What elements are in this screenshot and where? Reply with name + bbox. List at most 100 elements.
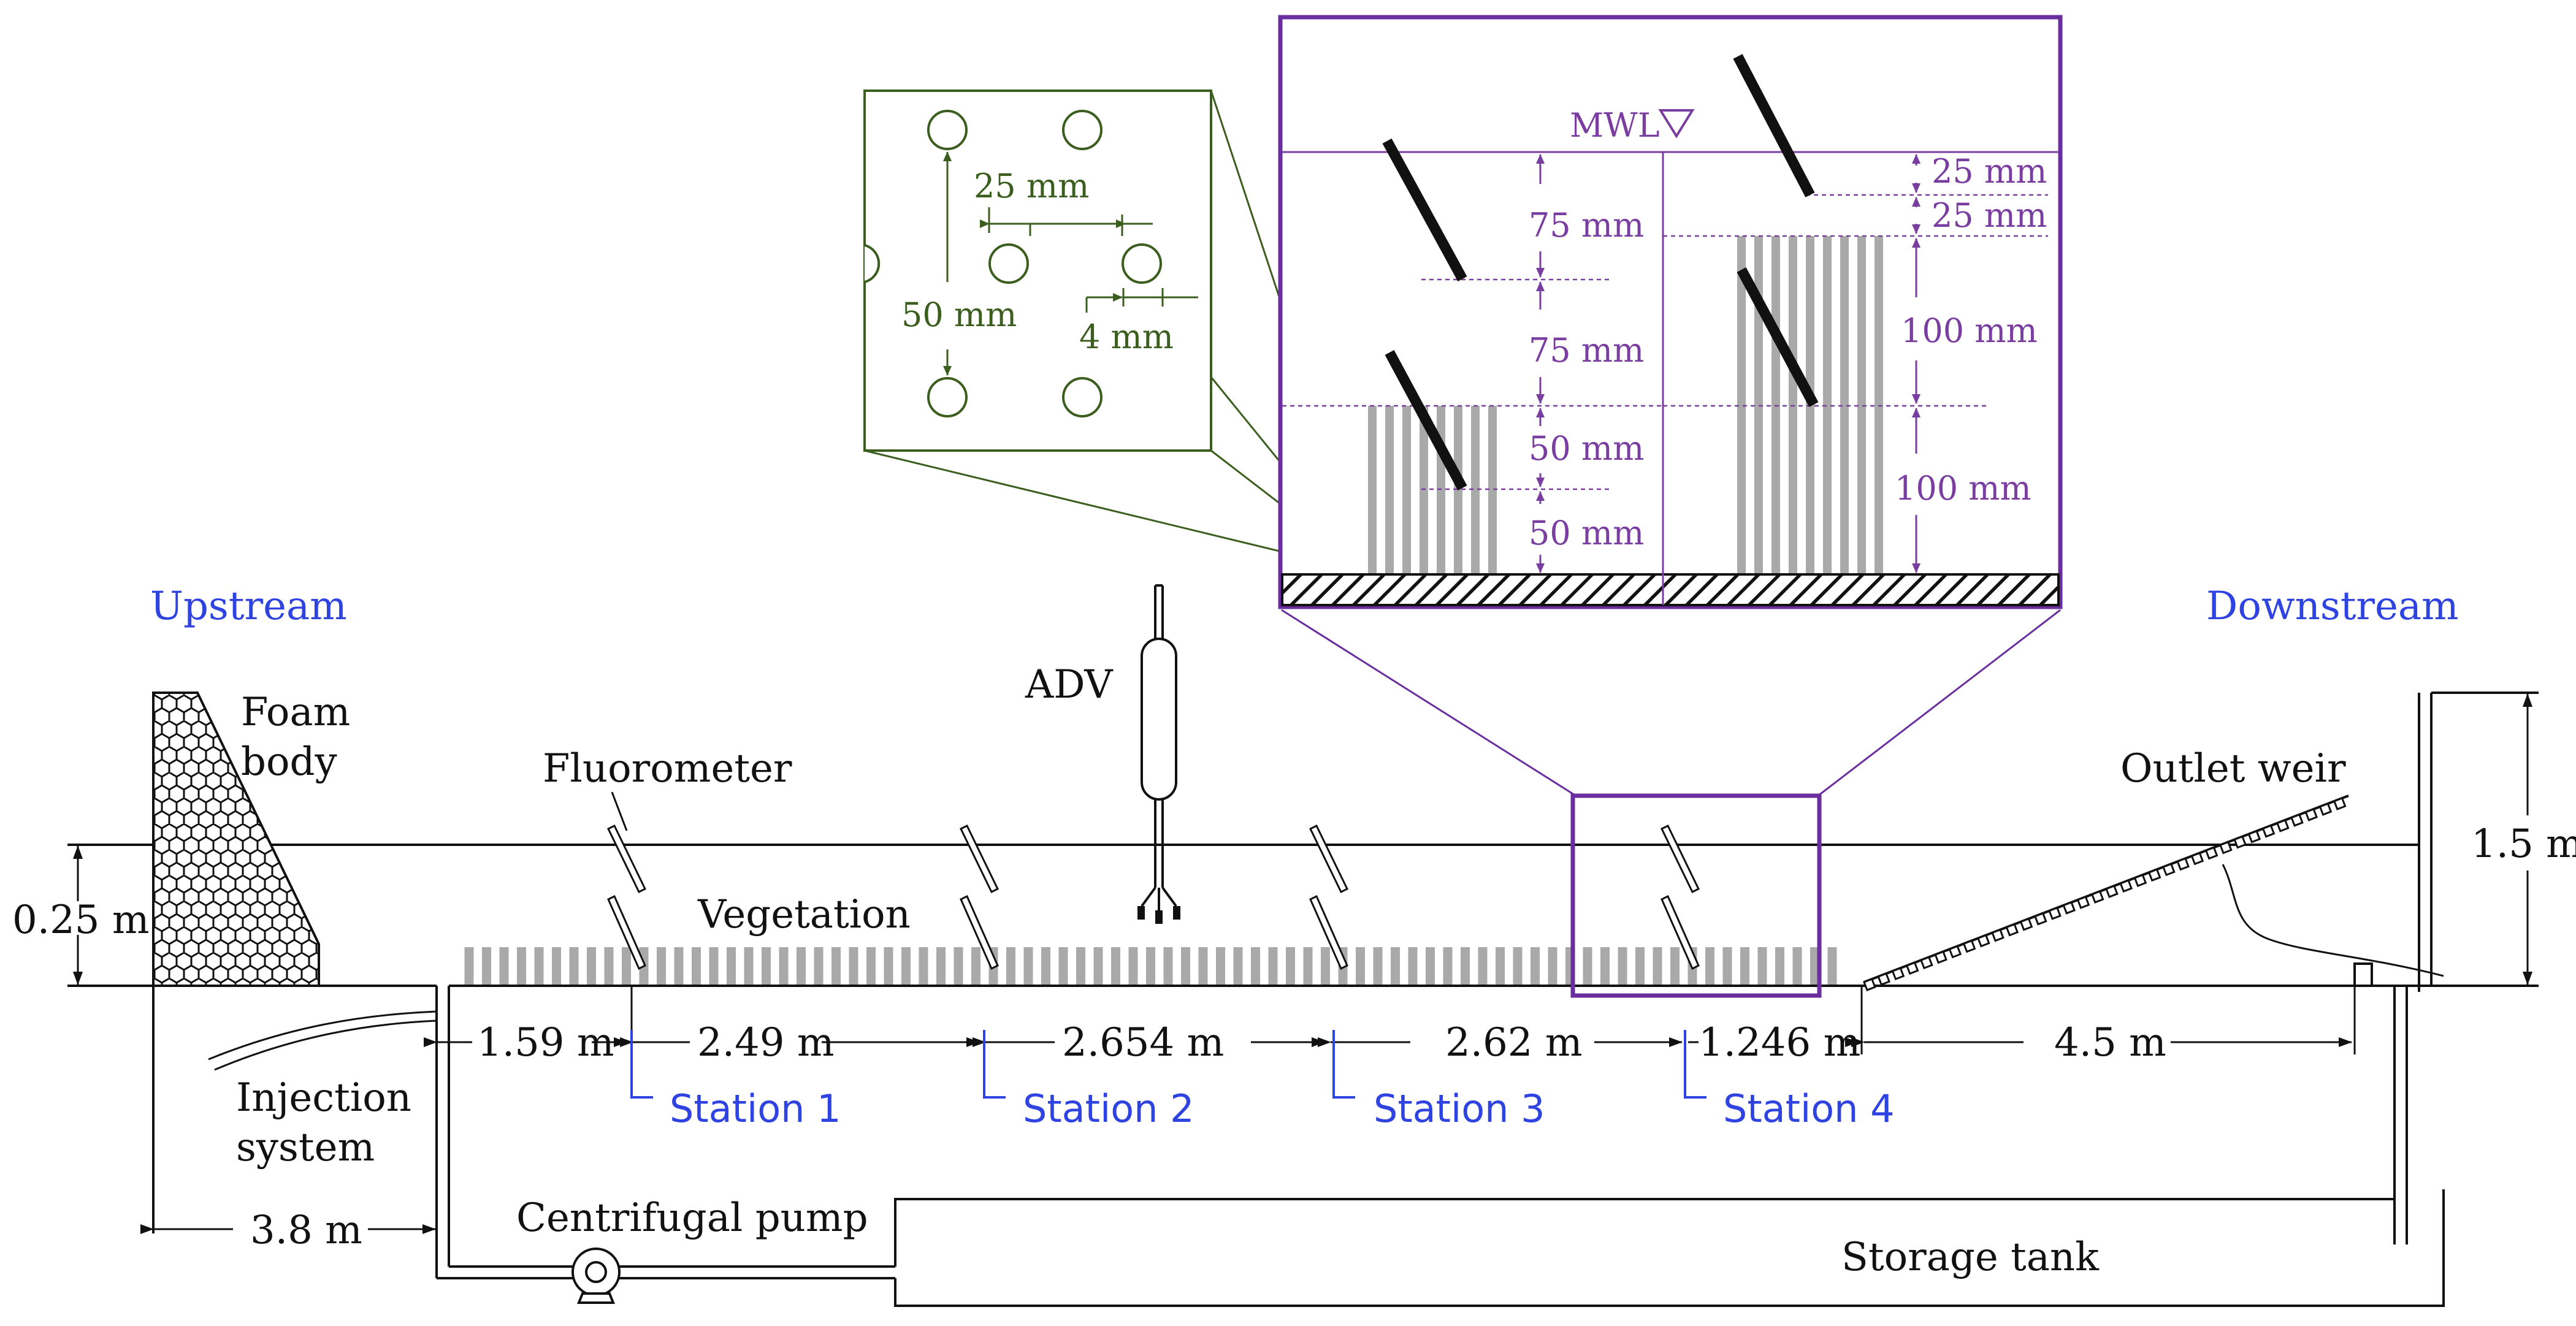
storage-tank-top — [894, 1198, 2396, 1267]
weir-tooth — [2318, 802, 2333, 816]
layout-row-spacing-label: 25 mm — [974, 167, 1089, 205]
station-3-label: Station 3 — [1374, 1086, 1545, 1131]
weir-tooth — [1905, 961, 1919, 975]
station-2-label: Station 2 — [1023, 1086, 1194, 1131]
weir-tooth — [2133, 874, 2147, 888]
section-left-dim-1: 75 mm — [1529, 206, 1644, 245]
storage-tank-label: Storage tank — [1841, 1235, 2100, 1280]
weir-tooth — [2233, 835, 2247, 849]
outlet-box — [2353, 962, 2373, 987]
zoom-connector-right — [1817, 609, 2061, 797]
foam-body-label-line1: Foam — [241, 690, 350, 735]
fluorometer-icon — [1309, 824, 1348, 894]
weir-tooth — [1877, 972, 1890, 986]
spacing-1: 1.59 m — [477, 1020, 614, 1065]
fluorometer-upper-left — [1382, 138, 1467, 282]
weir-tooth — [2190, 852, 2204, 866]
storage-tank-bottom — [894, 1189, 2445, 1307]
injection-pipe-2 — [208, 1010, 437, 1061]
layout-diameter-label: 4 mm — [1079, 318, 1174, 356]
injection-pipe-1 — [214, 1019, 437, 1071]
fluorometer-icon — [607, 894, 646, 970]
outlet-nappe — [2222, 864, 2444, 977]
weir-tooth — [2147, 868, 2161, 882]
station-dimensions — [73, 693, 2532, 1234]
weir-tooth — [1920, 956, 1933, 970]
section-left-dim-4: 50 mm — [1529, 514, 1644, 552]
layout-stems — [864, 110, 1162, 417]
foam-body-label-line2: body — [241, 739, 337, 785]
station-4-label: Station 4 — [1723, 1086, 1895, 1131]
downstream-label: Downstream — [2206, 584, 2459, 629]
water-depth-label: 0.25 m — [12, 897, 150, 943]
fluorometer-upper-right — [1733, 54, 1815, 197]
weir-tooth — [2048, 906, 2062, 920]
spacing-3: 2.654 m — [1062, 1020, 1224, 1065]
weir-tooth — [1863, 978, 1876, 991]
section-left-dim-2: 75 mm — [1529, 331, 1644, 370]
section-right-dim-1: 25 mm — [1932, 152, 2047, 191]
fluorometer-leader — [611, 791, 628, 831]
fluorometer-label: Fluorometer — [543, 746, 792, 791]
section-mwl-label: MWL — [1570, 106, 1660, 145]
weir-tooth — [2204, 846, 2219, 860]
weir-tooth — [2176, 857, 2190, 871]
weir-tooth — [1991, 928, 2005, 942]
section-right-dim-2: 25 mm — [1932, 196, 2047, 235]
injection-label-line1: Injection — [236, 1075, 411, 1121]
station-markers — [630, 1030, 1707, 1099]
weir-tooth — [2219, 840, 2233, 855]
weir-tooth — [2261, 824, 2276, 838]
spacing-2: 2.49 m — [697, 1020, 835, 1065]
weir-tooth — [2276, 818, 2290, 833]
injection-label-line2: system — [236, 1125, 375, 1170]
weir-tooth — [2304, 807, 2318, 821]
section-left-dim-3: 50 mm — [1529, 429, 1644, 468]
spacing-6: 4.5 m — [2054, 1020, 2166, 1065]
fluorometer-icon — [960, 824, 999, 894]
weir-tooth — [2162, 863, 2176, 877]
spacing-4: 2.62 m — [1445, 1020, 1583, 1065]
weir-tooth — [2090, 890, 2104, 904]
station-1-label: Station 1 — [670, 1086, 841, 1131]
foam-body — [152, 692, 320, 987]
weir-tooth — [2105, 885, 2119, 898]
fluorometers — [607, 824, 1700, 970]
fluorometer-icon — [960, 894, 999, 970]
zoom-connector-left — [1281, 609, 1577, 797]
weir-tooth — [1962, 939, 1976, 953]
weir-tooth — [2005, 923, 2019, 937]
adv-probe-icon — [1137, 584, 1180, 924]
weir-tooth — [2076, 896, 2090, 909]
adv-label: ADV — [1025, 662, 1114, 707]
weir-tooth — [1891, 967, 1905, 981]
flume — [67, 692, 2539, 1307]
weir-tooth — [1934, 950, 1947, 964]
weir-tooth — [2033, 912, 2047, 926]
layout-dimensions — [943, 151, 1198, 376]
fluorometer-lower-right — [1737, 267, 1819, 408]
pump-label: Centrifugal pump — [516, 1195, 868, 1241]
section-bed-hatch — [1281, 573, 2060, 606]
vegetation-main — [464, 947, 1837, 985]
flume-height-label: 1.5 m — [2471, 821, 2576, 867]
weir-tooth — [2062, 901, 2076, 915]
fluorometer-icon — [607, 824, 646, 894]
spacing-5: 1.246 m — [1699, 1020, 1860, 1065]
outlet-weir-label: Outlet weir — [2120, 746, 2346, 791]
fluorometer-lower-left — [1385, 349, 1467, 491]
weir-tooth — [2333, 797, 2347, 810]
pump-icon — [571, 1248, 621, 1304]
upstream-label: Upstream — [150, 584, 347, 629]
mwl-triangle-icon — [1658, 109, 1695, 139]
fluorometer-icon — [1661, 894, 1700, 970]
section-right-dim-4: 100 mm — [1895, 469, 2031, 508]
weir-tooth — [1976, 934, 1990, 948]
fluorometer-icon — [1661, 824, 1700, 894]
layout-diag-spacing-label: 50 mm — [901, 295, 1017, 334]
outlet-weir — [1863, 794, 2349, 991]
zoom-box-main — [1570, 793, 1822, 998]
weir-tooth — [2290, 813, 2304, 827]
